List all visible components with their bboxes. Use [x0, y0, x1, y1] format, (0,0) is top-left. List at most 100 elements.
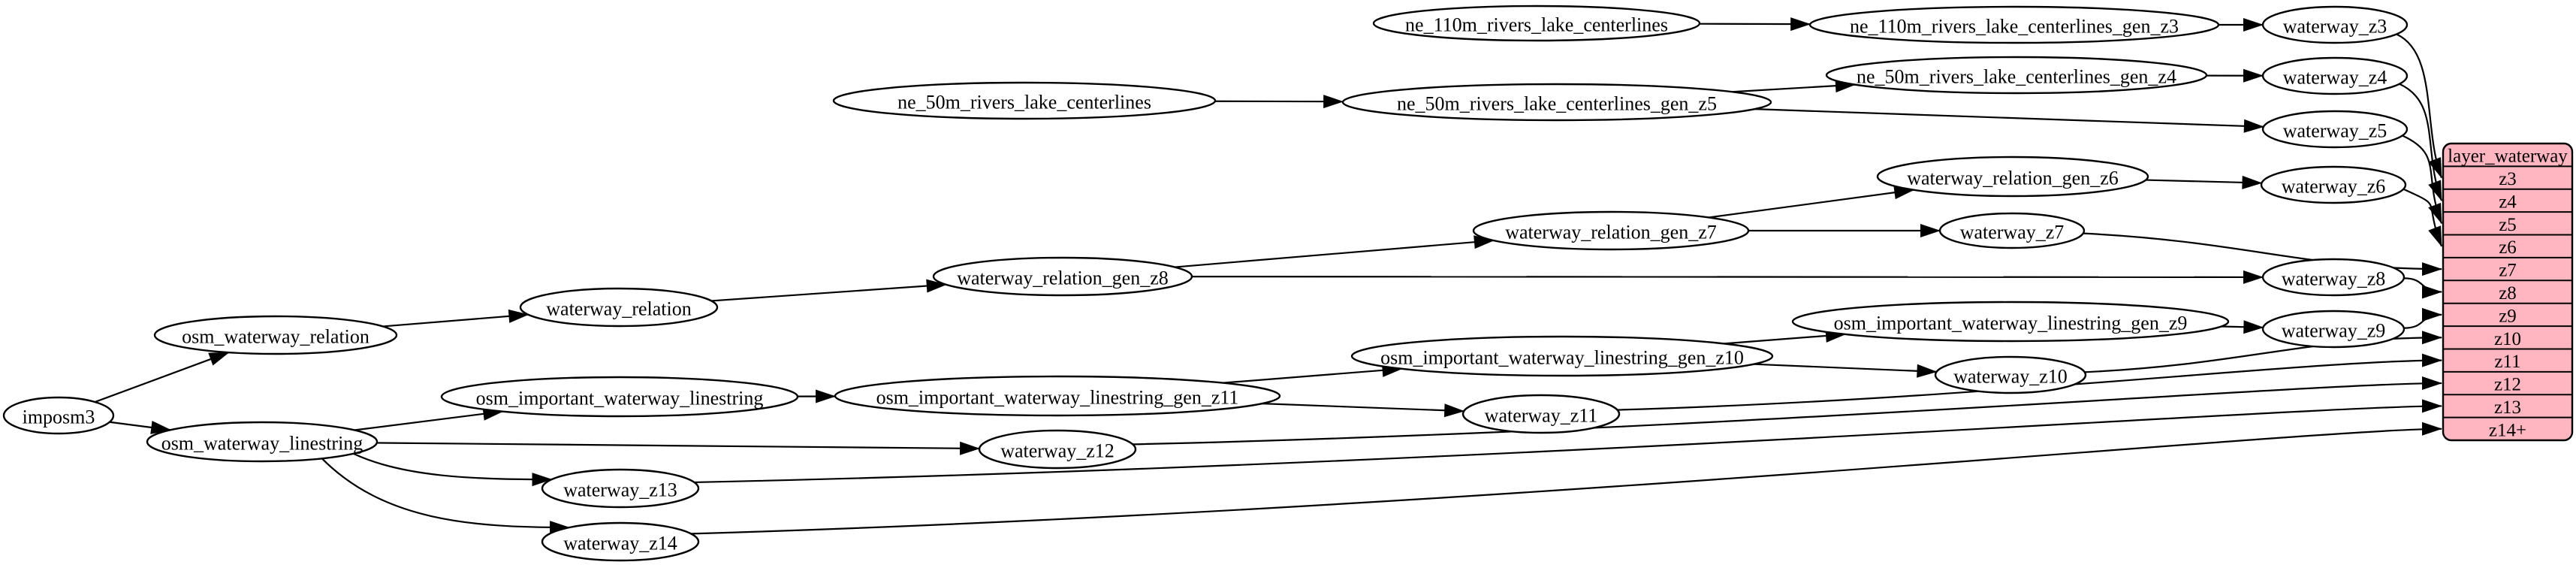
edge-waterway_z14-to-layer-row-z14+: [691, 421, 2442, 535]
node-ellipse: [146, 421, 379, 463]
node-label-waterway_z14: waterway_z14: [563, 533, 677, 554]
node-ellipse: [932, 256, 1193, 297]
node-ellipse: [1876, 156, 2149, 198]
record-row-z13: z13: [2494, 397, 2521, 418]
node-label-waterway_z5: waterway_z5: [2283, 120, 2387, 142]
node-label-ne_50m_rivers_lake_centerlines_gen_z5: ne_50m_rivers_lake_centerlines_gen_z5: [1397, 93, 1717, 115]
node-label-osm_important_waterway_linestring_gen_z10: osm_important_waterway_linestring_gen_z1…: [1380, 347, 1744, 369]
node-waterway_z7: waterway_z7: [1938, 212, 2086, 249]
node-waterway_z10: waterway_z10: [1934, 355, 2087, 394]
node-label-waterway_z6: waterway_z6: [2282, 176, 2386, 198]
record-row-z4: z4: [2499, 192, 2517, 212]
edge-waterway_relation_gen_z8-to-waterway_z8: [1191, 270, 2264, 284]
edge-ne_50m_rivers_lake_centerlines_gen_z5-to-ne_50m_rivers_lake_centerlines_gen_z4: [1732, 79, 1856, 93]
node-ellipse: [519, 287, 719, 328]
node-ellipse: [1372, 5, 1701, 42]
record-row-z5: z5: [2499, 215, 2517, 235]
edge-waterway_z13-to-layer-row-z13: [694, 399, 2442, 484]
node-ellipse: [834, 375, 1281, 417]
edge-waterway_z8-to-layer-row-z8: [2403, 277, 2442, 299]
node-ne_110m_rivers_lake_centerlines_gen_z3: ne_110m_rivers_lake_centerlines_gen_z3: [1808, 5, 2220, 44]
node-label-ne_110m_rivers_lake_centerlines: ne_110m_rivers_lake_centerlines: [1405, 14, 1668, 36]
node-ellipse: [978, 429, 1137, 470]
edge-waterway_z3-to-layer-row-z3: [2396, 33, 2443, 179]
edge-waterway_z11-to-layer-row-z11: [1617, 353, 2442, 411]
node-ne_110m_rivers_lake_centerlines: ne_110m_rivers_lake_centerlines: [1372, 5, 1701, 42]
node-ellipse: [2261, 310, 2406, 349]
node-label-ne_50m_rivers_lake_centerlines: ne_50m_rivers_lake_centerlines: [897, 92, 1151, 113]
node-label-osm_waterway_linestring: osm_waterway_linestring: [161, 433, 363, 455]
record-body: [2442, 142, 2574, 442]
edge-waterway_relation-to-waterway_relation_gen_z8: [711, 279, 947, 302]
edge-waterway_relation_gen_z8-to-waterway_relation_gen_z7: [1175, 235, 1495, 268]
node-ellipse: [1934, 355, 2087, 394]
edge-waterway_z10-to-layer-row-z10: [2084, 331, 2442, 373]
node-ellipse: [2261, 258, 2406, 297]
node-ellipse: [1350, 335, 1774, 377]
edge-waterway_relation_gen_z6-to-waterway_z6: [2146, 175, 2263, 189]
node-label-waterway_z10: waterway_z10: [1953, 366, 2068, 388]
node-waterway_z5: waterway_z5: [2261, 110, 2409, 149]
node-ne_50m_rivers_lake_centerlines_gen_z4: ne_50m_rivers_lake_centerlines_gen_z4: [1825, 56, 2208, 95]
node-ellipse: [2260, 165, 2407, 204]
node-ellipse: [541, 521, 700, 562]
node-ellipse: [2, 396, 115, 435]
record-row-z9: z9: [2499, 306, 2517, 326]
record-row-z14+: z14+: [2489, 420, 2526, 440]
node-waterway_z4: waterway_z4: [2261, 56, 2409, 95]
edge-osm_important_waterway_linestring_gen_z10-to-waterway_z10: [1754, 363, 1938, 378]
record-row-z11: z11: [2494, 352, 2520, 372]
node-ne_50m_rivers_lake_centerlines: ne_50m_rivers_lake_centerlines: [832, 81, 1217, 120]
node-waterway_relation_gen_z6: waterway_relation_gen_z6: [1876, 156, 2149, 198]
record-row-z8: z8: [2499, 283, 2517, 304]
node-osm_waterway_relation: osm_waterway_relation: [153, 315, 398, 355]
edge-layer: [95, 17, 2443, 535]
node-label-ne_50m_rivers_lake_centerlines_gen_z4: ne_50m_rivers_lake_centerlines_gen_z4: [1857, 66, 2176, 88]
edge-osm_important_waterway_linestring_gen_z11-to-waterway_z11: [1262, 403, 1465, 418]
node-label-waterway_z9: waterway_z9: [2282, 320, 2386, 342]
node-label-osm_waterway_relation: osm_waterway_relation: [182, 326, 370, 348]
node-waterway_relation_gen_z8: waterway_relation_gen_z8: [932, 256, 1193, 297]
node-waterway_z14: waterway_z14: [541, 521, 700, 562]
node-label-osm_important_waterway_linestring_gen_z11: osm_important_waterway_linestring_gen_z1…: [876, 387, 1239, 409]
edge-waterway_z5-to-layer-row-z5: [2402, 134, 2443, 225]
node-waterway_z11: waterway_z11: [1461, 394, 1621, 434]
node-ne_50m_rivers_lake_centerlines_gen_z5: ne_50m_rivers_lake_centerlines_gen_z5: [1341, 83, 1772, 122]
node-waterway_z6: waterway_z6: [2260, 165, 2407, 204]
edge-osm_waterway_linestring-to-waterway_z13: [353, 452, 553, 487]
node-osm_important_waterway_linestring_gen_z11: osm_important_waterway_linestring_gen_z1…: [834, 375, 1281, 417]
node-label-waterway_relation_gen_z6: waterway_relation_gen_z6: [1907, 168, 2119, 189]
node-ellipse: [1461, 394, 1621, 434]
node-label-imposm3: imposm3: [23, 406, 95, 428]
node-ellipse: [1825, 56, 2208, 95]
node-label-waterway_z7: waterway_z7: [1960, 222, 2065, 243]
edge-waterway_z7-to-layer-row-z7: [2083, 232, 2442, 276]
node-ellipse: [2261, 110, 2409, 149]
record-row-z10: z10: [2494, 329, 2521, 349]
edge-osm_important_waterway_linestring_gen_z9-to-waterway_z9: [2221, 320, 2264, 334]
node-ellipse: [541, 468, 700, 509]
edge-osm_important_waterway_linestring_gen_z11-to-osm_important_waterway_linestring_gen_z10: [1223, 363, 1403, 384]
edge-waterway_z9-to-layer-row-z9: [2403, 307, 2442, 329]
node-osm_waterway_linestring: osm_waterway_linestring: [146, 421, 379, 463]
node-label-waterway_z8: waterway_z8: [2282, 268, 2386, 290]
edge-imposm3-to-osm_waterway_relation: [95, 352, 230, 403]
node-ellipse: [2261, 5, 2409, 44]
node-osm_important_waterway_linestring: osm_important_waterway_linestring: [440, 376, 799, 418]
node-imposm3: imposm3: [2, 396, 115, 435]
record-layer-waterway: layer_waterwayz3z4z5z6z7z8z9z10z11z12z13…: [2442, 142, 2574, 442]
node-waterway_relation: waterway_relation: [519, 287, 719, 328]
node-waterway_z8: waterway_z8: [2261, 258, 2406, 297]
node-label-waterway_relation_gen_z7: waterway_relation_gen_z7: [1505, 222, 1717, 243]
node-ellipse: [153, 315, 398, 355]
node-ellipse: [1808, 5, 2220, 44]
node-label-waterway_z11: waterway_z11: [1485, 405, 1598, 427]
node-waterway_z12: waterway_z12: [978, 429, 1137, 470]
edge-waterway_z12-to-layer-row-z12: [1133, 376, 2442, 446]
record-row-z12: z12: [2494, 375, 2521, 395]
edge-osm_important_waterway_linestring_gen_z10-to-osm_important_waterway_linestring_gen_z9: [1724, 328, 1847, 345]
node-label-ne_110m_rivers_lake_centerlines_gen_z3: ne_110m_rivers_lake_centerlines_gen_z3: [1850, 16, 2179, 38]
node-waterway_z9: waterway_z9: [2261, 310, 2406, 349]
